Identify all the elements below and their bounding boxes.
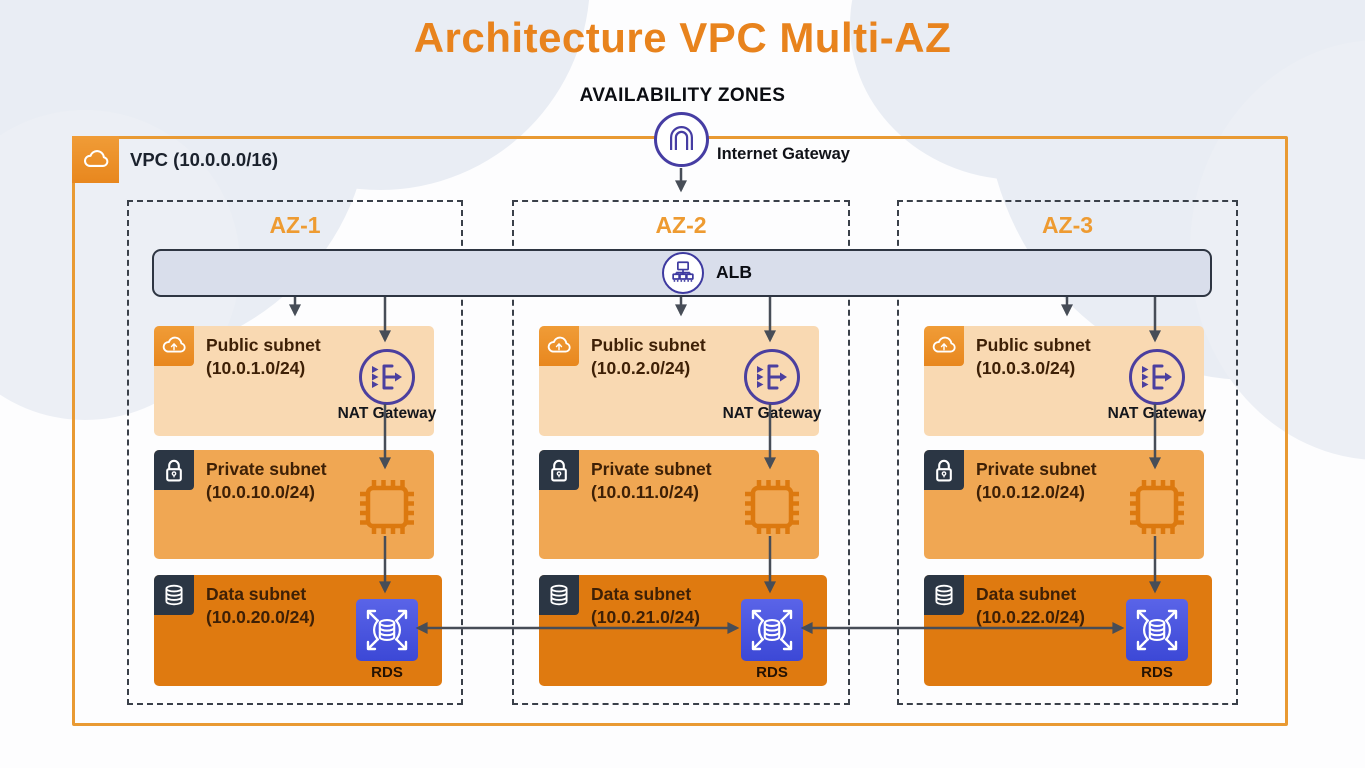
nat-gateway-label: NAT Gateway [1107, 405, 1207, 422]
load-balancer-icon [662, 252, 704, 294]
rds-label: RDS [1141, 664, 1173, 681]
lock-icon [154, 450, 194, 490]
private-subnet: Private subnet (10.0.10.0/24) [154, 450, 434, 559]
public-cloud-icon [539, 326, 579, 366]
public-cloud-icon [154, 326, 194, 366]
alb-label: ALB [716, 262, 752, 282]
database-icon [154, 575, 194, 615]
database-icon [539, 575, 579, 615]
subnet-label: Private subnet (10.0.12.0/24) [976, 459, 1097, 502]
az-column-1: AZ-1 Public subnet (10.0.1.0/24) NAT Gat… [127, 200, 463, 705]
lock-icon [924, 450, 964, 490]
vpc-cloud-icon [72, 136, 119, 183]
rds-label: RDS [756, 664, 788, 681]
nat-gateway-label: NAT Gateway [337, 405, 437, 422]
availability-zones-label: AVAILABILITY ZONES [579, 85, 786, 106]
page-title: Architecture VPC Multi-AZ [413, 14, 952, 61]
subnet-label: Private subnet (10.0.10.0/24) [206, 459, 327, 502]
az-title: AZ-3 [1041, 212, 1094, 238]
ec2-chip-icon [737, 472, 807, 542]
rds-icon [356, 599, 418, 661]
rds-icon [1126, 599, 1188, 661]
subnet-label: Public subnet (10.0.3.0/24) [976, 335, 1091, 378]
rds-label: RDS [371, 664, 403, 681]
subnet-label: Data subnet (10.0.20.0/24) [206, 584, 315, 627]
vpc-label: VPC (10.0.0.0/16) [130, 149, 279, 170]
nat-gateway-icon [744, 349, 800, 405]
lock-icon [539, 450, 579, 490]
private-subnet: Private subnet (10.0.11.0/24) [539, 450, 819, 559]
subnet-label: Private subnet (10.0.11.0/24) [591, 459, 712, 502]
ec2-chip-icon [352, 472, 422, 542]
subnet-label: Public subnet (10.0.1.0/24) [206, 335, 321, 378]
nat-gateway-icon [1129, 349, 1185, 405]
az-column-2: AZ-2 Public subnet (10.0.2.0/24) NAT Gat… [512, 200, 850, 705]
subnet-label: Public subnet (10.0.2.0/24) [591, 335, 706, 378]
public-cloud-icon [924, 326, 964, 366]
ec2-chip-icon [1122, 472, 1192, 542]
rds-icon [741, 599, 803, 661]
az-title: AZ-2 [655, 212, 707, 238]
database-icon [924, 575, 964, 615]
internet-gateway-label: Internet Gateway [717, 145, 850, 163]
subnet-label: Data subnet (10.0.22.0/24) [976, 584, 1085, 627]
nat-gateway-label: NAT Gateway [722, 405, 822, 422]
az-title: AZ-1 [269, 212, 321, 238]
alb-bar: ALB [152, 249, 1212, 297]
nat-gateway-icon [359, 349, 415, 405]
internet-gateway-icon [654, 112, 709, 167]
subnet-label: Data subnet (10.0.21.0/24) [591, 584, 700, 627]
